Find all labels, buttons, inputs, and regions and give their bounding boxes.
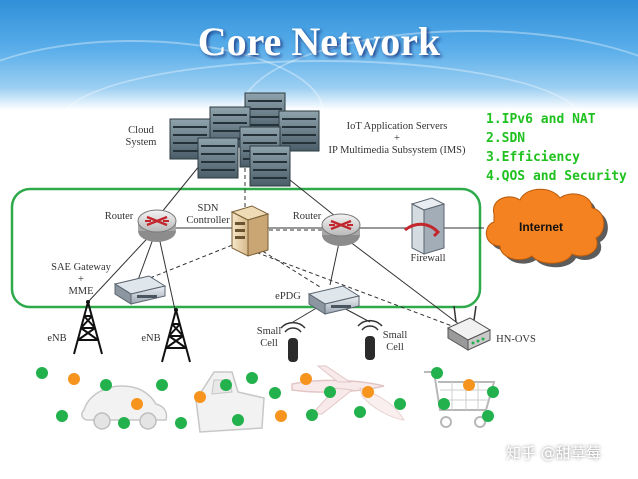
watermark: 知乎 @甜草莓 [506,444,601,462]
enb-right-label: eNB [141,333,161,344]
iot-servers-label: IoT Application Servers + IP Multimedia … [328,121,466,156]
cell-tower-icon [161,307,191,363]
device-dots [36,367,499,429]
network-links [87,159,484,327]
small-cell-left-label: Small Cell [256,326,282,349]
airplane-icon [291,365,405,421]
router-icon [136,208,178,244]
small-cell-right-label: Small Cell [382,330,408,353]
internet-cloud-icon [485,188,608,268]
feature-list: 1.IPv6 and NAT 2.SDN 3.Efficiency 4.QOS … [486,110,627,186]
router-left-label: Router [104,211,134,222]
sae-gateway-label: SAE Gateway + MME [51,262,111,297]
sdn-controller-label: SDN Controller [186,203,230,226]
feature-item: 1.IPv6 and NAT [486,112,596,127]
gateway-icon [114,275,166,305]
cloud-system-label: Cloud System [125,125,157,148]
firewall-icon [404,197,446,255]
hn-ovs-switch-icon [446,305,492,351]
feature-item: 4.QOS and Security [486,169,627,184]
internet-label: Internet [518,220,563,234]
page-title: Core Network [197,19,441,64]
enb-left-label: eNB [47,333,67,344]
router-icon [320,212,362,248]
title-banner [0,0,638,194]
sdn-controller-icon [230,205,270,257]
router-right-label: Router [292,211,322,222]
epdg-label: ePDG [275,291,301,302]
hn-ovs-label: HN-OVS [496,334,536,345]
firewall-label: Firewall [410,253,446,264]
banner-swoosh [60,60,584,184]
epdg-icon [308,285,360,315]
server-rack-icon [169,92,320,187]
feature-item: 2.SDN [486,131,526,146]
feature-item: 3.Efficiency [486,150,580,165]
core-network-boundary [10,187,482,309]
car-icon [81,385,168,430]
